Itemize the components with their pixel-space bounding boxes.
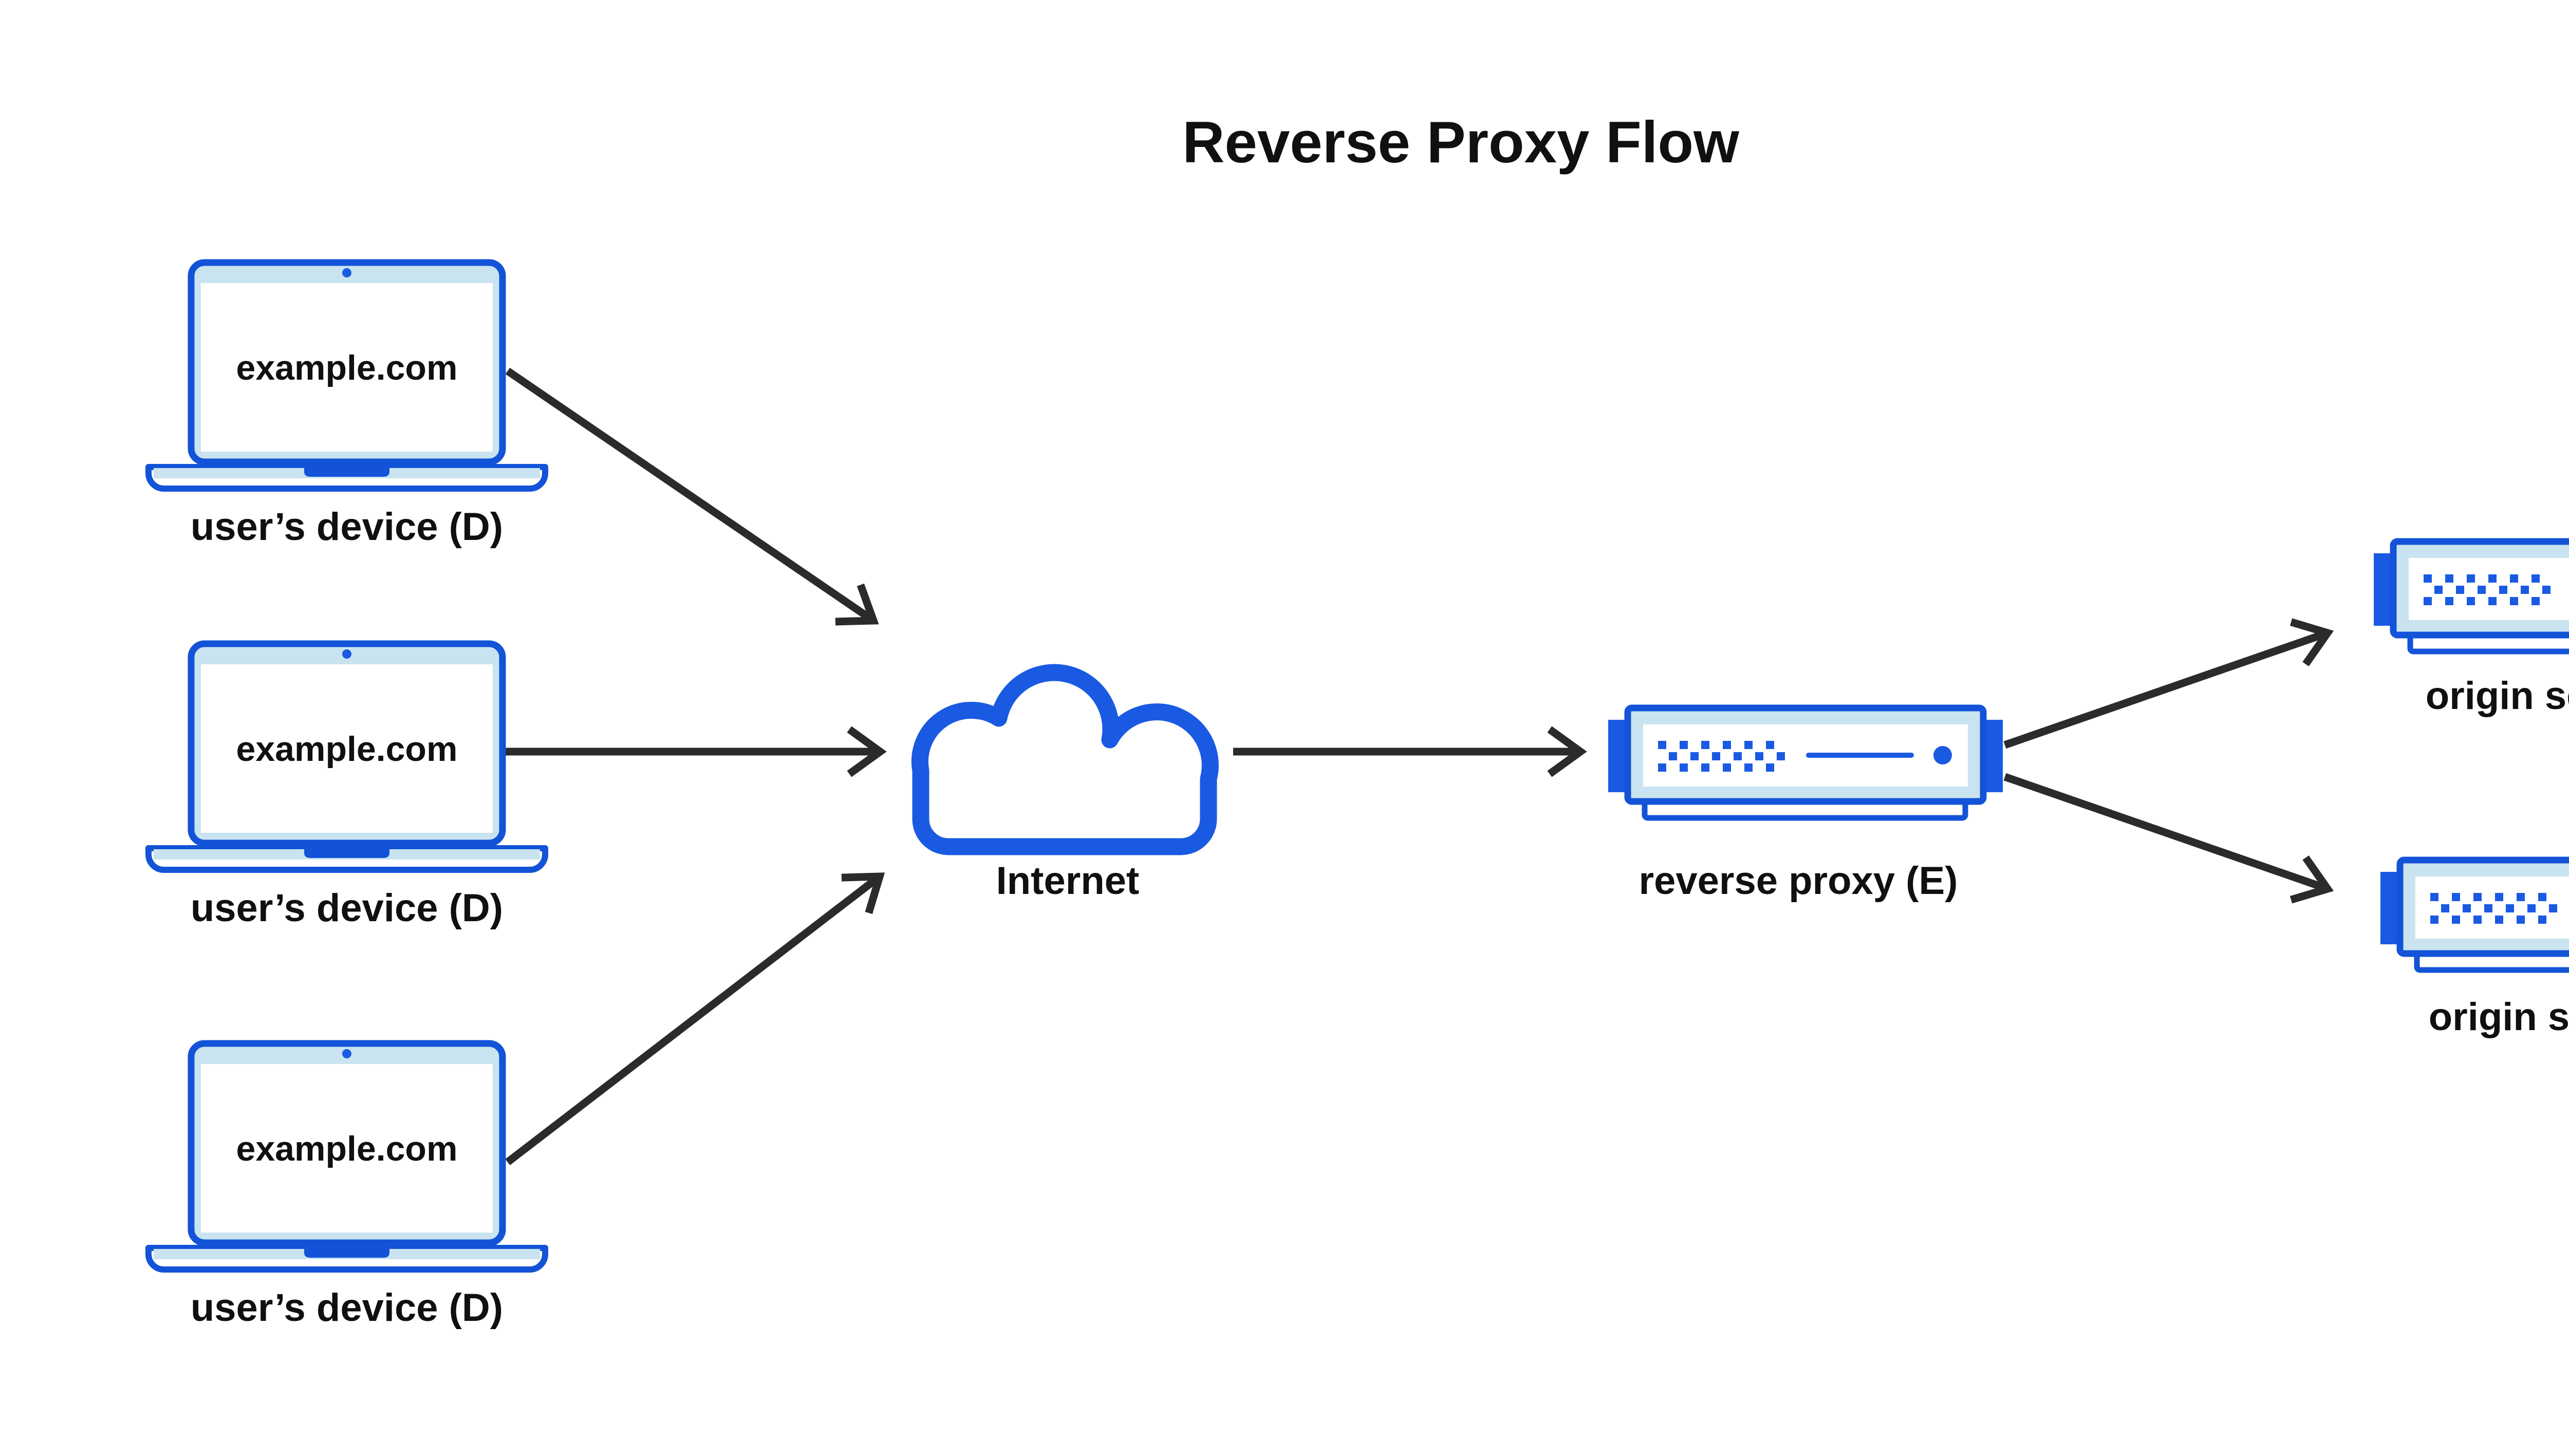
reverse-proxy-label: reverse proxy (E) [1639, 859, 1958, 903]
node-origin-server-1: origin server (F) [2374, 542, 2569, 718]
arrow-reverse-proxy-to-origin1 [2003, 618, 2334, 749]
device-screen-url: example.com [236, 348, 458, 387]
node-origin-server-2: origin server (F) [2380, 860, 2569, 1039]
device-screen-url: example.com [236, 1129, 458, 1168]
node-reverse-proxy: reverse proxy (E) [1608, 708, 2003, 903]
device-screen-url: example.com [236, 730, 458, 769]
device-caption: user’s device (D) [191, 1286, 503, 1330]
internet-label: Internet [996, 859, 1140, 903]
origin-server-icon [2380, 860, 2569, 970]
internet-cloud-icon [911, 664, 1219, 855]
arrow-device1-to-internet [505, 367, 879, 626]
device-caption: user’s device (D) [191, 505, 503, 549]
node-user-device-1: example.com user’s device (D) [148, 263, 545, 549]
node-internet: Internet [911, 664, 1219, 903]
device-caption: user’s device (D) [191, 886, 503, 930]
page-title: Reverse Proxy Flow [1182, 110, 1739, 175]
origin-server-icon [2374, 542, 2569, 651]
origin-server-label: origin server (F) [2429, 995, 2569, 1039]
node-user-device-2: example.com user’s device (D) [148, 644, 545, 930]
arrow-device3-to-internet [505, 872, 885, 1165]
node-user-device-3: example.com user’s device (D) [148, 1043, 545, 1330]
reverse-proxy-server-icon [1608, 708, 2003, 818]
arrow-reverse-proxy-to-origin2 [2003, 773, 2334, 904]
origin-server-label: origin server (F) [2426, 674, 2569, 718]
